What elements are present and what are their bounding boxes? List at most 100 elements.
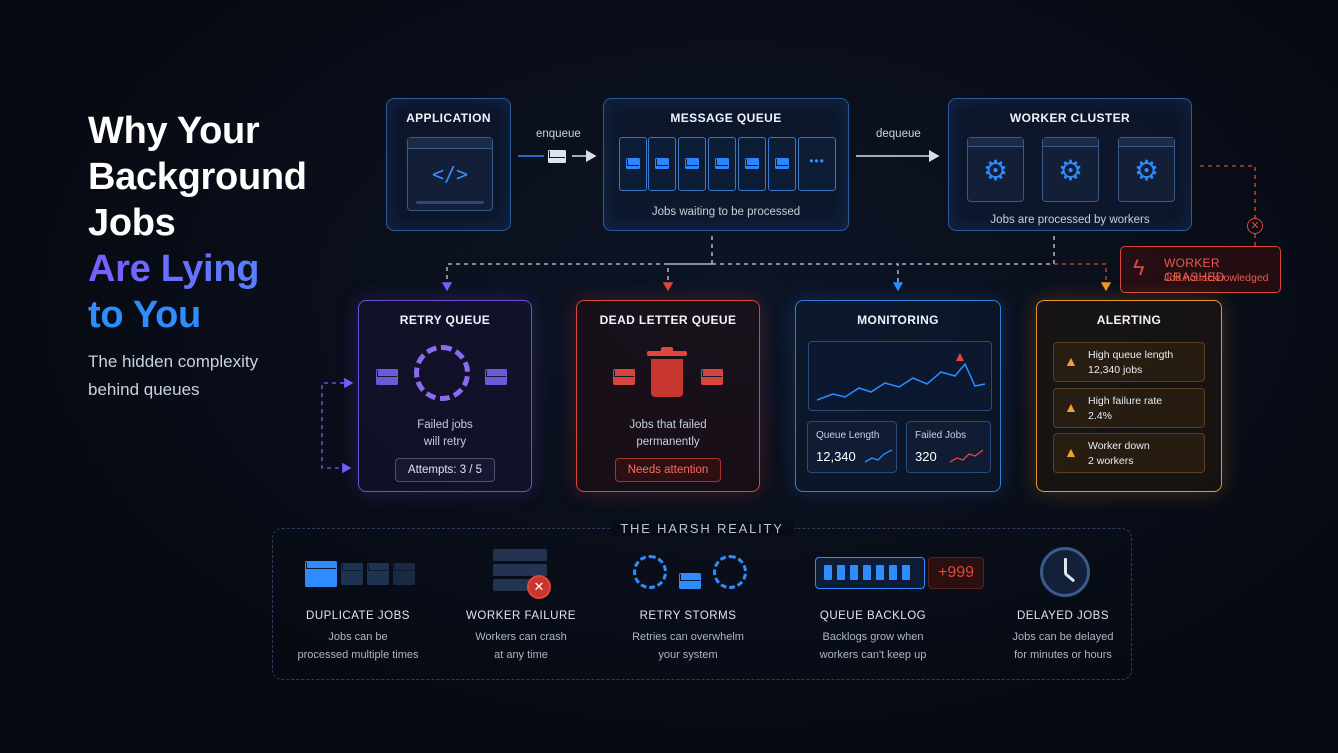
code-window: </> bbox=[407, 137, 493, 211]
queue-slot bbox=[619, 137, 647, 191]
gear-icon: ⚙ bbox=[982, 155, 1009, 186]
envelope-icon bbox=[613, 369, 635, 385]
failed-jobs-label: Failed Jobs bbox=[915, 430, 967, 441]
envelope-icon bbox=[626, 158, 640, 169]
alert-title: High queue length bbox=[1088, 349, 1174, 361]
reality-desc-2: for minutes or hours bbox=[1014, 649, 1112, 661]
envelope-icon bbox=[745, 158, 759, 169]
reality-desc-1: Jobs can be bbox=[328, 631, 388, 643]
reality-desc-2: workers can't keep up bbox=[819, 649, 927, 661]
worker-crashed-alert: ϟ WORKER CRASHED Job not acknowledged bbox=[1120, 246, 1281, 293]
trash-icon bbox=[647, 347, 687, 397]
queue-slot bbox=[768, 137, 796, 191]
warning-icon: ▲ bbox=[1064, 399, 1078, 415]
retry-cycle-icon bbox=[414, 345, 470, 401]
alert-detail: 12,340 jobs bbox=[1088, 364, 1143, 376]
dead-letter-caption-2: permanently bbox=[636, 436, 700, 448]
warning-icon: ▲ bbox=[1064, 353, 1078, 369]
line-graph bbox=[816, 362, 986, 401]
alerting-title: ALERTING bbox=[1096, 313, 1162, 327]
reality-head: DUPLICATE JOBS bbox=[306, 610, 410, 622]
monitoring-title: MONITORING bbox=[857, 313, 939, 327]
clock-icon bbox=[1040, 547, 1090, 597]
retry-queue-card: RETRY QUEUE Failed jobs will retry Attem… bbox=[358, 300, 532, 492]
dead-letter-caption-1: Jobs that failed bbox=[629, 419, 707, 431]
alert-detail: 2 workers bbox=[1088, 455, 1134, 467]
retry-caption-1: Failed jobs bbox=[417, 419, 473, 431]
queue-slot bbox=[708, 137, 736, 191]
dequeue-label: dequeue bbox=[876, 128, 921, 140]
message-queue-title: MESSAGE QUEUE bbox=[670, 111, 782, 125]
reality-desc-1: Jobs can be delayed bbox=[1012, 631, 1114, 643]
reality-desc-1: Retries can overwhelm bbox=[632, 631, 744, 643]
envelope-icon bbox=[715, 158, 729, 169]
harsh-reality-title: THE HARSH REALITY bbox=[610, 521, 794, 536]
enqueue-label: enqueue bbox=[536, 128, 581, 140]
server-failure-icon: ✕ bbox=[493, 549, 551, 601]
failed-jobs-value: 320 bbox=[915, 449, 937, 464]
queue-slot bbox=[678, 137, 706, 191]
failed-jobs-sparkline bbox=[949, 449, 984, 463]
backlog-count-badge: +999 bbox=[928, 557, 984, 589]
title-line-4: Are Lying bbox=[88, 246, 328, 292]
attempts-badge: Attempts: 3 / 5 bbox=[395, 458, 495, 482]
alert-title: High failure rate bbox=[1088, 395, 1163, 407]
title-line-2: Background bbox=[88, 156, 307, 198]
duplicate-envelopes-icon bbox=[305, 561, 415, 587]
needs-attention-badge: Needs attention bbox=[615, 458, 721, 482]
reality-desc-1: Backlogs grow when bbox=[822, 631, 924, 643]
worker-node: ⚙ bbox=[967, 137, 1024, 202]
reality-desc-1: Workers can crash bbox=[475, 631, 567, 643]
worker-crashed-title: WORKER CRASHED bbox=[1164, 256, 1225, 284]
reality-head: QUEUE BACKLOG bbox=[819, 610, 927, 622]
envelope-icon bbox=[775, 158, 789, 169]
more-dots: ••• bbox=[809, 154, 825, 168]
queue-slot-more: ••• bbox=[798, 137, 836, 191]
message-queue-caption: Jobs waiting to be processed bbox=[651, 206, 801, 218]
queue-length-label: Queue Length bbox=[816, 430, 880, 441]
envelope-icon bbox=[485, 369, 507, 385]
title-line-1: Why Your bbox=[88, 110, 260, 152]
envelope-icon bbox=[701, 369, 723, 385]
queue-length-value: 12,340 bbox=[816, 449, 856, 464]
alert-detail: 2.4% bbox=[1088, 410, 1112, 422]
failed-jobs-stat: Failed Jobs 320 bbox=[906, 421, 991, 473]
reality-desc-2: at any time bbox=[494, 649, 548, 661]
worker-cluster-caption: Jobs are processed by workers bbox=[990, 214, 1150, 226]
warning-icon: ▲ bbox=[1064, 444, 1078, 460]
monitoring-graph: ▲ bbox=[808, 341, 992, 411]
retry-storm-icon bbox=[633, 553, 753, 593]
queue-slot bbox=[648, 137, 676, 191]
title-line-3: Jobs bbox=[88, 202, 176, 244]
message-queue-card: MESSAGE QUEUE ••• Jobs waiting to be pro… bbox=[603, 98, 849, 231]
harsh-reality-panel: THE HARSH REALITY DUPLICATE JOBS Jobs ca… bbox=[272, 521, 1132, 680]
envelope-icon bbox=[376, 369, 398, 385]
warning-icon: ▲ bbox=[953, 348, 967, 364]
worker-node: ⚙ bbox=[1042, 137, 1099, 202]
worker-cluster-card: WORKER CLUSTER ⚙ ⚙ ⚙ Jobs are processed … bbox=[948, 98, 1192, 231]
backlog-icon bbox=[815, 557, 925, 589]
dead-letter-queue-card: DEAD LETTER QUEUE Jobs that failed perma… bbox=[576, 300, 760, 492]
queue-length-sparkline bbox=[864, 449, 893, 463]
alert-item: ▲ High queue length 12,340 jobs bbox=[1053, 342, 1205, 382]
queue-length-stat: Queue Length 12,340 bbox=[807, 421, 897, 473]
worker-crashed-subtitle: Job not acknowledged bbox=[1164, 272, 1269, 284]
dead-letter-title: DEAD LETTER QUEUE bbox=[599, 313, 737, 327]
reality-head: RETRY STORMS bbox=[639, 610, 737, 622]
application-card: APPLICATION </> bbox=[386, 98, 511, 231]
worker-node: ⚙ bbox=[1118, 137, 1175, 202]
alert-item: ▲ High failure rate 2.4% bbox=[1053, 388, 1205, 428]
lightning-icon: ϟ bbox=[1133, 255, 1145, 280]
monitoring-card: MONITORING ▲ Queue Length 12,340 Failed … bbox=[795, 300, 1001, 492]
reality-desc-2: processed multiple times bbox=[297, 649, 419, 661]
queue-slot bbox=[738, 137, 766, 191]
reality-desc-2: your system bbox=[658, 649, 718, 661]
envelope-icon bbox=[655, 158, 669, 169]
envelope-icon bbox=[685, 158, 699, 169]
alert-title: Worker down bbox=[1088, 440, 1150, 452]
gear-icon: ⚙ bbox=[1057, 155, 1084, 186]
code-icon: </> bbox=[431, 162, 469, 186]
reality-head: WORKER FAILURE bbox=[466, 610, 576, 622]
